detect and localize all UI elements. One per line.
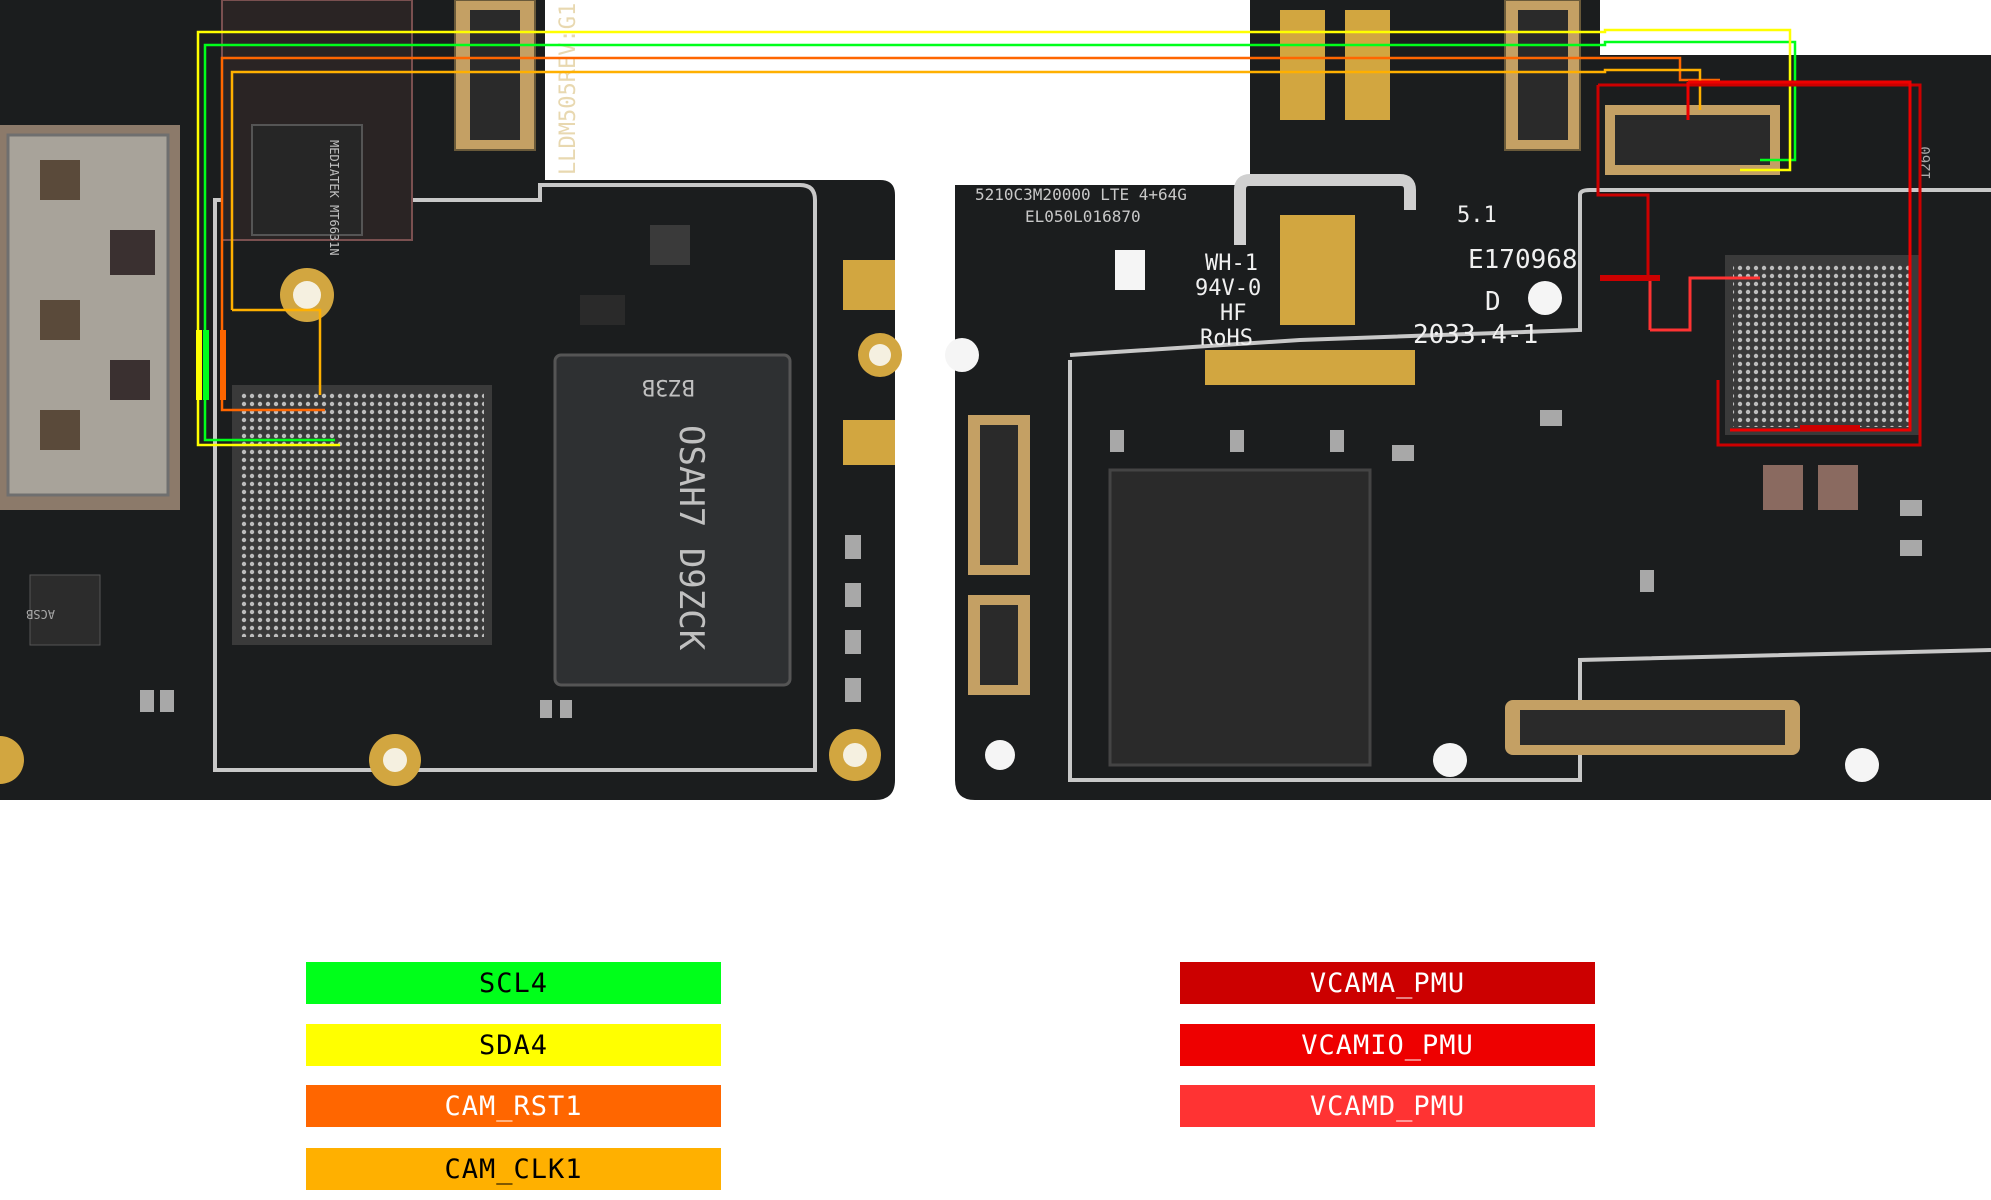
right-board: 5210C3M20000 LTE 4+64G EL050L016870 WH-1… xyxy=(945,0,1991,800)
left-small-chip-label: ACSB xyxy=(26,607,55,621)
legend-sda4: SDA4 xyxy=(306,1024,721,1066)
legend-cam-clk1-label: CAM_CLK1 xyxy=(444,1153,583,1185)
cert-line-4: RoHS xyxy=(1200,326,1253,351)
memory-chip xyxy=(553,353,792,687)
legend-cam-clk1: CAM_CLK1 xyxy=(306,1148,721,1190)
board-part-code-2: EL050L016870 xyxy=(1025,207,1141,226)
legend-vcamd-pmu-label: VCAMD_PMU xyxy=(1309,1090,1466,1122)
pcb-diagram: MEDIATEK MT6631N LLDM505REV:G1 BZ3B OSAH… xyxy=(0,0,1991,800)
left-board: MEDIATEK MT6631N LLDM505REV:G1 BZ3B OSAH… xyxy=(0,0,902,800)
legend-vcama-pmu: VCAMA_PMU xyxy=(1180,962,1595,1004)
memory-chip-code-2: OSAH7 D9ZCK xyxy=(671,425,711,651)
cert-line-3: HF xyxy=(1220,301,1247,326)
legend-scl4: SCL4 xyxy=(306,962,721,1004)
legend-vcama-pmu-label: VCAMA_PMU xyxy=(1309,967,1466,999)
signal-traces xyxy=(196,28,1922,447)
mediatek-chip xyxy=(251,124,363,236)
legend-vcamio-pmu-label: VCAMIO_PMU xyxy=(1301,1029,1474,1061)
trace-vcama-pmu xyxy=(1596,83,1922,447)
ul-mark: D xyxy=(1485,287,1501,317)
trace-cam-clk1 xyxy=(230,68,1702,395)
legend-cam-rst1-label: CAM_RST1 xyxy=(444,1090,583,1122)
board-ul-number: E170968 xyxy=(1468,245,1578,275)
board-rev-number: 5.1 xyxy=(1457,203,1497,228)
memory-chip-code-1: BZ3B xyxy=(642,374,695,399)
trace-vcamd-pmu xyxy=(1648,276,1760,332)
left-board-marking: LLDM505REV:G1 xyxy=(556,3,581,175)
legend-vcamd-pmu: VCAMD_PMU xyxy=(1180,1085,1595,1127)
legend-cam-rst1: CAM_RST1 xyxy=(306,1085,721,1127)
right-shield-chip xyxy=(1108,468,1372,767)
board-part-code: 5210C3M20000 LTE 4+64G xyxy=(975,185,1187,204)
right-small-label: 1260 xyxy=(1918,146,1934,180)
legend-scl4-label: SCL4 xyxy=(478,967,549,999)
legend-vcamio-pmu: VCAMIO_PMU xyxy=(1180,1024,1595,1066)
board-date-code: 2033.4-1 xyxy=(1413,320,1538,350)
legend-sda4-label: SDA4 xyxy=(478,1029,549,1061)
cert-line-2: 94V-0 xyxy=(1195,276,1261,301)
cert-line-1: WH-1 xyxy=(1205,251,1258,276)
mediatek-chip-label: MEDIATEK MT6631N xyxy=(327,140,341,256)
